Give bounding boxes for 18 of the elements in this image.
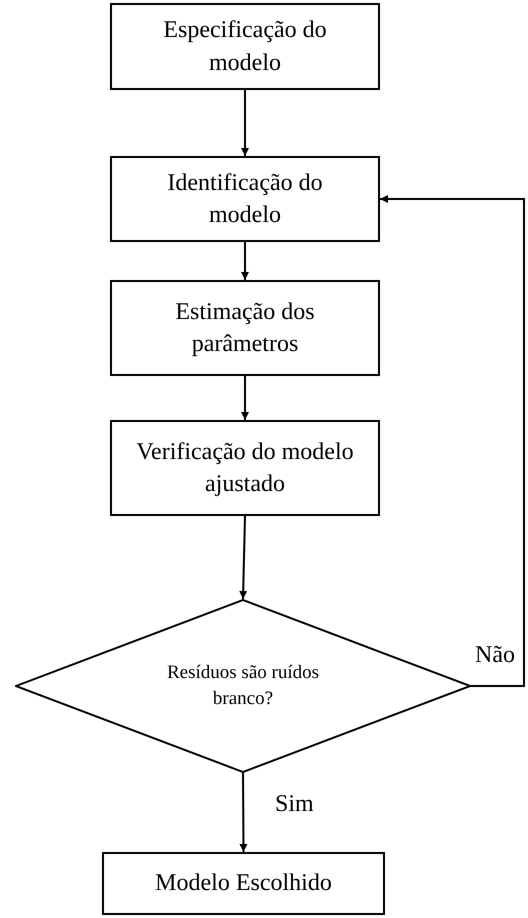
node-text: Estimação dos parâmetros xyxy=(174,298,316,359)
decision-diamond xyxy=(15,599,471,773)
process-box xyxy=(110,420,380,516)
node-text: Especificação do modelo xyxy=(162,16,328,78)
process-box xyxy=(110,3,380,90)
process-box xyxy=(110,280,380,376)
node-text: Resíduos são ruídos branco? xyxy=(166,661,320,711)
arrow xyxy=(241,90,249,156)
arrow xyxy=(239,516,248,600)
arrow xyxy=(241,242,249,280)
process-box xyxy=(102,852,385,915)
arrow xyxy=(239,773,248,852)
arrow xyxy=(241,376,249,420)
node-text: Modelo Escolhido xyxy=(155,869,332,898)
arrow xyxy=(380,195,525,687)
node-text: Verificação do modelo ajustado xyxy=(135,438,355,499)
process-box xyxy=(110,156,380,242)
node-text: Identificação do modelo xyxy=(166,168,324,230)
